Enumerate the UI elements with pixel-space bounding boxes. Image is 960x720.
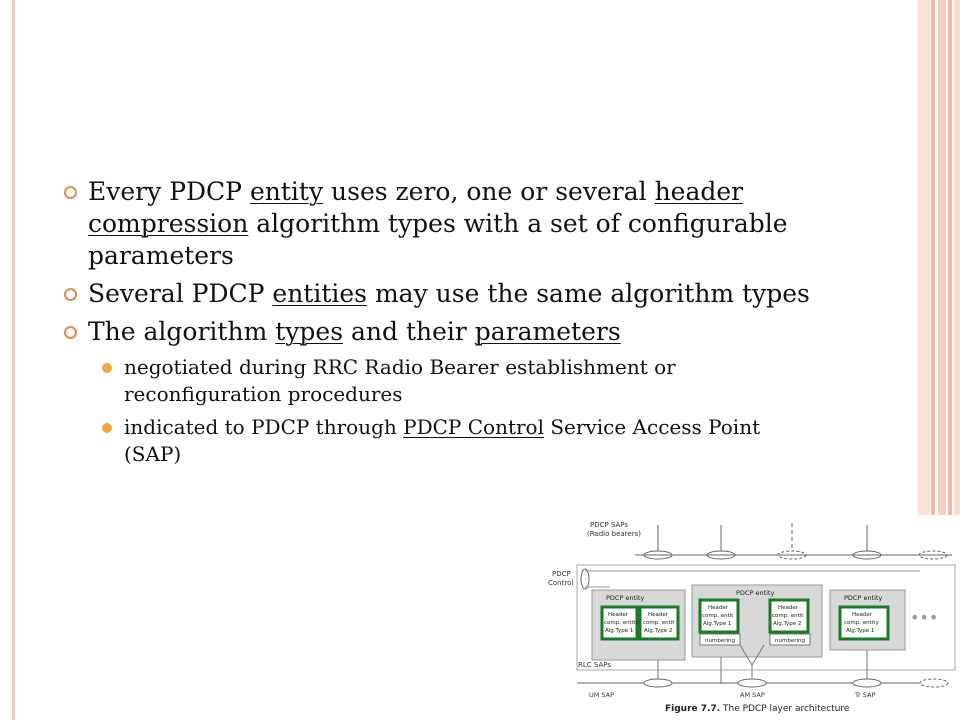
- pdcp-entity-label: PDCP entity: [736, 589, 774, 597]
- underlined-term: entity: [249, 177, 324, 206]
- bullet-marker-icon: [64, 186, 77, 199]
- pdcp-control-label: Control: [548, 579, 573, 587]
- figure-caption: Figure 7.7. The PDCP layer architecture: [665, 704, 849, 714]
- underlined-term: compression: [88, 209, 249, 238]
- pdcp-control-label: PDCP: [552, 570, 571, 578]
- pdcp-entity-label: PDCP entity: [844, 594, 882, 602]
- svg-text:Header: Header: [608, 612, 629, 618]
- bullet-item: Every PDCP entity uses zero, one or seve…: [60, 176, 820, 272]
- rlc-saps-label: RLC SAPs: [578, 661, 611, 669]
- right-decor-stripe: [954, 0, 960, 720]
- header-comp-entity: [768, 598, 810, 634]
- svg-text:comp. entit: comp. entit: [643, 620, 675, 626]
- bullet-text: algorithm types with a set of configurab…: [88, 209, 788, 270]
- header-comp-entity: [698, 598, 740, 634]
- header-comp-entity: [838, 605, 890, 641]
- sub-bullet-marker-icon: [102, 423, 112, 433]
- bullet-text: Every PDCP: [88, 177, 250, 206]
- am-sap-label: AM SAP: [740, 691, 765, 699]
- pdcp-diagram: PDCP SAPs (Radio bearers) PDCP Control P…: [548, 521, 956, 699]
- numbering-box: [699, 633, 741, 646]
- underlined-term: PDCP Control: [403, 415, 544, 439]
- underlined-term: header: [654, 177, 744, 206]
- svg-text:Alg.Type 1: Alg.Type 1: [846, 628, 874, 634]
- pdcp-entity-label: PDCP entity: [606, 594, 644, 602]
- svg-text:Alg.Type 2: Alg.Type 2: [644, 628, 672, 634]
- bullet-item: The algorithm types and their parameters: [60, 316, 820, 348]
- bullet-text: and their: [343, 317, 475, 346]
- bullet-marker-icon: [64, 326, 77, 339]
- bullet-text: Several PDCP: [88, 279, 273, 308]
- numbering-box: [769, 633, 811, 646]
- sap-ellipse: [852, 678, 882, 688]
- right-decor-stripe: [948, 0, 952, 720]
- underlined-term: types: [275, 317, 344, 346]
- bullet-text: uses zero, one or several: [323, 177, 655, 206]
- bullet-text: Service Access Point (SAP): [124, 415, 761, 466]
- left-decor-line: [12, 0, 15, 720]
- header-comp-entity: [638, 605, 680, 641]
- figure-caption-number: Figure 7.7.: [665, 704, 721, 714]
- svg-text:Header: Header: [648, 612, 669, 618]
- svg-text:comp. entit: comp. entit: [702, 613, 734, 619]
- bullet-item: Several PDCP entities may use the same a…: [60, 278, 820, 310]
- svg-text:numbering: numbering: [775, 638, 805, 644]
- svg-text:Header: Header: [778, 605, 799, 611]
- bullet-marker-icon: [64, 288, 77, 301]
- svg-text:Alg.Type 1: Alg.Type 1: [703, 621, 731, 627]
- svg-text:Header: Header: [852, 612, 873, 618]
- svg-text:comp. entity: comp. entity: [604, 620, 639, 626]
- figure-caption-text: The PDCP layer architecture: [720, 704, 850, 714]
- svg-text:comp. entity: comp. entity: [844, 620, 879, 626]
- bullet-text: The algorithm: [88, 317, 276, 346]
- bullet-text: negotiated during RRC Radio Bearer estab…: [124, 355, 676, 406]
- um-sap-label: UM SAP: [589, 691, 614, 699]
- more-entities-indicator: •••: [910, 608, 938, 627]
- rlc-connection: [657, 644, 868, 683]
- svg-text:Alg.Type 2: Alg.Type 2: [773, 621, 801, 627]
- bullet-text: may use the same algorithm types: [367, 279, 810, 308]
- sap-ellipse: [919, 678, 949, 688]
- bullet-list: Every PDCP entity uses zero, one or seve…: [60, 176, 820, 468]
- control-sap-ellipse: [580, 568, 590, 590]
- bullet-text: indicated to PDCP through: [124, 415, 404, 439]
- sap-ellipse: [737, 678, 767, 688]
- sub-bullet-marker-icon: [102, 363, 112, 373]
- radio-bearers-label: (Radio bearers): [587, 530, 641, 538]
- tr-sap-label: Tr SAP: [854, 691, 875, 699]
- pdcp-saps-label: PDCP SAPs: [590, 521, 628, 529]
- pdcp-architecture-figure: PDCP SAPs (Radio bearers) PDCP Control P…: [540, 515, 960, 720]
- sub-bullet-item: indicated to PDCP through PDCP Control S…: [60, 414, 820, 468]
- right-decor-stripe: [938, 0, 946, 720]
- svg-text:numbering: numbering: [705, 638, 735, 644]
- header-comp-entity: [600, 605, 639, 641]
- control-line: [585, 570, 920, 588]
- svg-text:comp. entit: comp. entit: [772, 613, 804, 619]
- underlined-term: entities: [272, 279, 368, 308]
- underlined-term: parameters: [474, 317, 621, 346]
- svg-text:Alg.Type 1: Alg.Type 1: [605, 628, 633, 634]
- pdcp-layer-box: [576, 564, 956, 671]
- svg-text:Header: Header: [708, 605, 729, 611]
- sap-ellipse: [643, 678, 673, 688]
- sub-bullet-item: negotiated during RRC Radio Bearer estab…: [60, 354, 820, 408]
- right-decor-stripe: [931, 0, 935, 720]
